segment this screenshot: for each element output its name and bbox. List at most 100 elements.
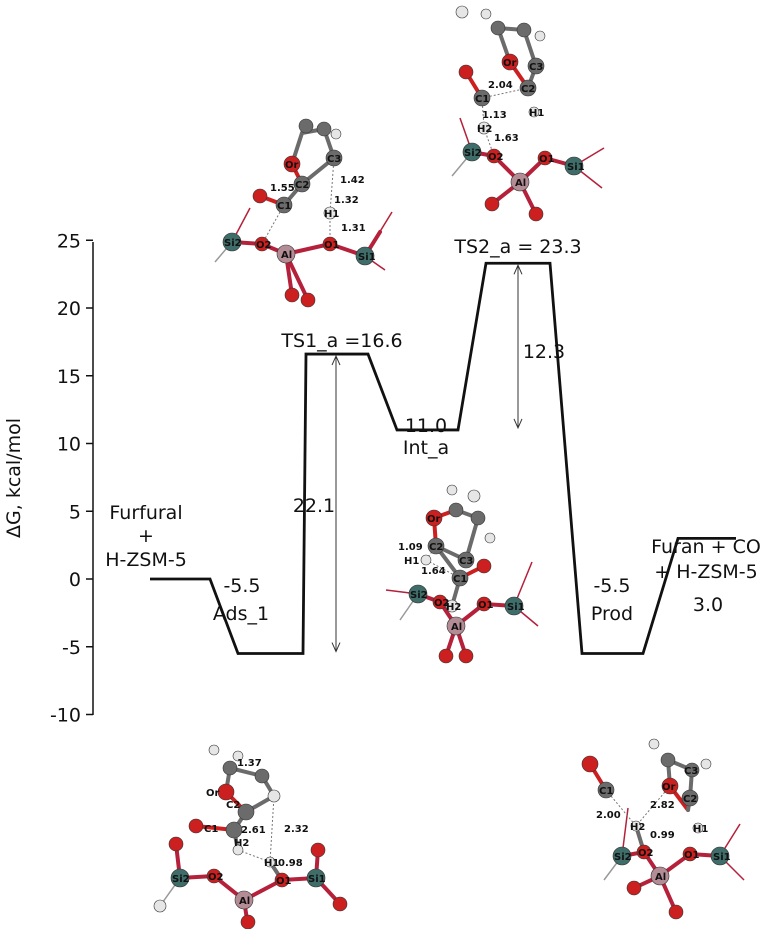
y-axis-label: ΔG, kcal/mol	[3, 418, 25, 538]
ts1-dist-2: 1.42	[340, 175, 365, 186]
ads-atom-si2: Si2	[172, 874, 190, 885]
ts1-dist-4: 1.31	[341, 223, 366, 234]
int-atom-o1: O1	[478, 600, 494, 611]
ts1-atom-si2: Si2	[224, 238, 242, 249]
int-atom-c1: C1	[453, 574, 467, 585]
int-atom-si1: Si1	[507, 602, 525, 613]
y-tick-label: 0	[69, 569, 81, 591]
barrier-arrow-head	[331, 642, 341, 653]
int-dist-1: 1.09	[398, 542, 423, 553]
ads-dist-3: 2.32	[284, 824, 309, 835]
ads-dist-2: 2.61	[241, 825, 266, 836]
prod-name-label: Prod	[591, 603, 633, 625]
ts2-atom-h2: H2	[477, 124, 492, 135]
ts1-atom-h1: H1	[324, 209, 339, 220]
int-atom-or: Or	[427, 514, 441, 525]
prod-atom-o1: O1	[684, 850, 700, 861]
prod-atom-or: Or	[662, 782, 676, 793]
int-atom-si2: Si2	[410, 590, 428, 601]
barrier-arrow-head	[513, 418, 523, 430]
int-atom-o2: O2	[434, 598, 450, 609]
ts1-structure: Or C3 C2 C1 H1 Si2 O2 O1 Si1 Al 1.55 1.4…	[214, 118, 393, 308]
prod-atom-al: Al	[655, 872, 666, 883]
prod-dist-3: 0.99	[650, 830, 675, 841]
ts1-atom-al: Al	[281, 250, 292, 261]
ads-atom-h2: H2	[234, 838, 249, 849]
int-atom-h1: H1	[404, 556, 419, 567]
int-atom-al: Al	[451, 622, 462, 633]
product-label-1: Furan + CO	[651, 536, 761, 558]
int-name-label: Int_a	[403, 437, 449, 459]
ads-atom-c2: C2	[226, 800, 240, 811]
ts2-atom-h1: H1	[529, 108, 544, 119]
ts1-atom-o1: O1	[324, 240, 340, 251]
ads-atom-al: Al	[239, 896, 250, 907]
ts2-atom-c2: C2	[521, 84, 535, 95]
ts1-atom-c3: C3	[327, 154, 341, 165]
ads-dist-1: 1.37	[237, 758, 262, 769]
product-label-2: + H-ZSM-5	[654, 561, 758, 583]
barrier-arrows	[331, 264, 523, 653]
energy-path	[150, 261, 736, 655]
ts2-structure: Or C3 C2 C1 H1 H2 Si2 O2 O1 Si1 Al 2.04 …	[451, 5, 605, 222]
ads-name-label: Ads_1	[213, 603, 269, 625]
ts2-dist-2: 1.13	[482, 110, 507, 121]
ts1-atom-o2: O2	[256, 240, 272, 251]
ads-value-label: -5.5	[223, 575, 260, 597]
prod-structure: C1 Or C3 C2 H1 H2 Si2 O2 O1 Si1 Al 2.00 …	[581, 738, 745, 920]
prod-atom-h2: H2	[630, 822, 645, 833]
ads-atom-c1: C1	[204, 824, 218, 835]
ads-atom-si1: Si1	[308, 874, 326, 885]
barrier-arrow-head	[331, 354, 341, 366]
ads-structure: Or C2 C1 H2 H1 Si2 O2 O1 Si1 Al 1.37 2.6…	[153, 744, 348, 929]
prod-atom-h1: H1	[693, 824, 708, 835]
barrier-2-label: 12.3	[523, 341, 565, 363]
prod-atom-si1: Si1	[713, 852, 731, 863]
ts2-atom-c3: C3	[529, 62, 543, 73]
y-tick-label: 20	[57, 298, 81, 320]
barrier-1-label: 22.1	[293, 495, 335, 517]
ts2-atom-or: Or	[503, 58, 517, 69]
ts2-atom-si2: Si2	[464, 148, 482, 159]
prod-atom-c2: C2	[683, 794, 697, 805]
int-dist-2: 1.64	[421, 566, 446, 577]
y-tick-label: -5	[62, 637, 81, 659]
prod-value-label: -5.5	[593, 575, 630, 597]
int-structure: Or C3 C2 H1 C1 H2 Si2 O2 O1 Si1 Al 1.09 …	[385, 484, 539, 664]
reactant-label-3: H-ZSM-5	[105, 549, 187, 571]
prod-dist-1: 2.00	[596, 810, 621, 821]
int-value-label: 11.0	[405, 415, 447, 437]
int-atom-h2: H2	[446, 602, 461, 613]
ts2-atom-al: Al	[515, 178, 526, 189]
ts1-atom-c1: C1	[277, 201, 291, 212]
ts2-dist-3: 1.63	[494, 133, 519, 144]
ads-atom-or: Or	[206, 788, 220, 799]
ts1-dist-3: 1.32	[334, 195, 359, 206]
ts2-atom-o2: O2	[488, 152, 504, 163]
reactant-label-1: Furfural	[109, 502, 182, 524]
reactant-label-2: +	[138, 525, 154, 547]
prod-atom-c3: C3	[684, 766, 698, 777]
ads-dist-4: 0.98	[278, 858, 303, 869]
int-atom-c2: C2	[429, 542, 443, 553]
ads-atom-o2: O2	[208, 872, 224, 883]
ts2-dist-1: 2.04	[488, 80, 513, 91]
prod-dist-2: 2.82	[650, 800, 675, 811]
barrier-arrow-head	[513, 264, 523, 275]
y-tick-label: 5	[69, 501, 81, 523]
int-atom-c3: C3	[459, 556, 473, 567]
ts1-label: TS1_a =16.6	[280, 330, 402, 352]
product-value-label: 3.0	[693, 594, 723, 616]
ts1-atom-si1: Si1	[358, 252, 376, 263]
y-tick-label: 15	[57, 366, 81, 388]
ts2-atom-o1: O1	[539, 154, 555, 165]
ts1-atom-or: Or	[285, 160, 299, 171]
ts2-atom-si1: Si1	[567, 162, 585, 173]
prod-atom-o2: O2	[638, 848, 654, 859]
ts1-atom-c2: C2	[295, 180, 309, 191]
y-tick-label: 25	[57, 230, 81, 252]
ts1-dist-1: 1.55	[270, 183, 295, 194]
y-tick-label: 10	[57, 434, 81, 456]
